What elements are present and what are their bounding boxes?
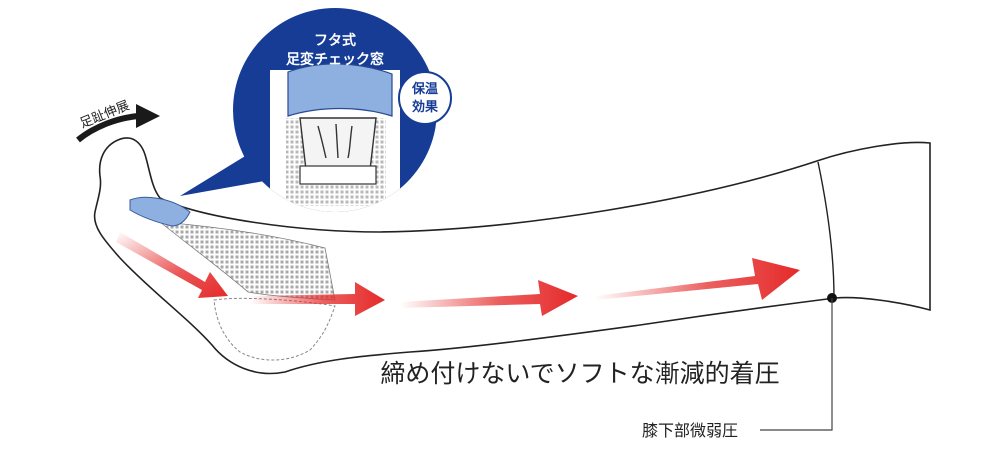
pressure-arrow-icon [400,280,578,316]
warm-label-1: 保温 [411,81,438,97]
pressure-arrow-icon [250,282,385,316]
soft-pressure-caption: 締め付けないでソフトな漸減的着圧 [380,359,779,388]
knee-band [817,161,835,299]
knee-pressure-label: 膝下部微弱圧 [642,421,738,440]
lid-window-label-2: 足変チェック窓 [286,51,384,68]
pressure-arrow-icon [116,232,228,298]
window-callout [180,8,452,212]
lid-window-label-1: フタ式 [314,32,356,49]
warm-label-2: 効果 [412,99,438,115]
stretch-arrow-icon [76,104,160,143]
toe-window [129,196,191,227]
pressure-arrow-icon [595,258,800,300]
knee-leader-line [760,298,833,431]
